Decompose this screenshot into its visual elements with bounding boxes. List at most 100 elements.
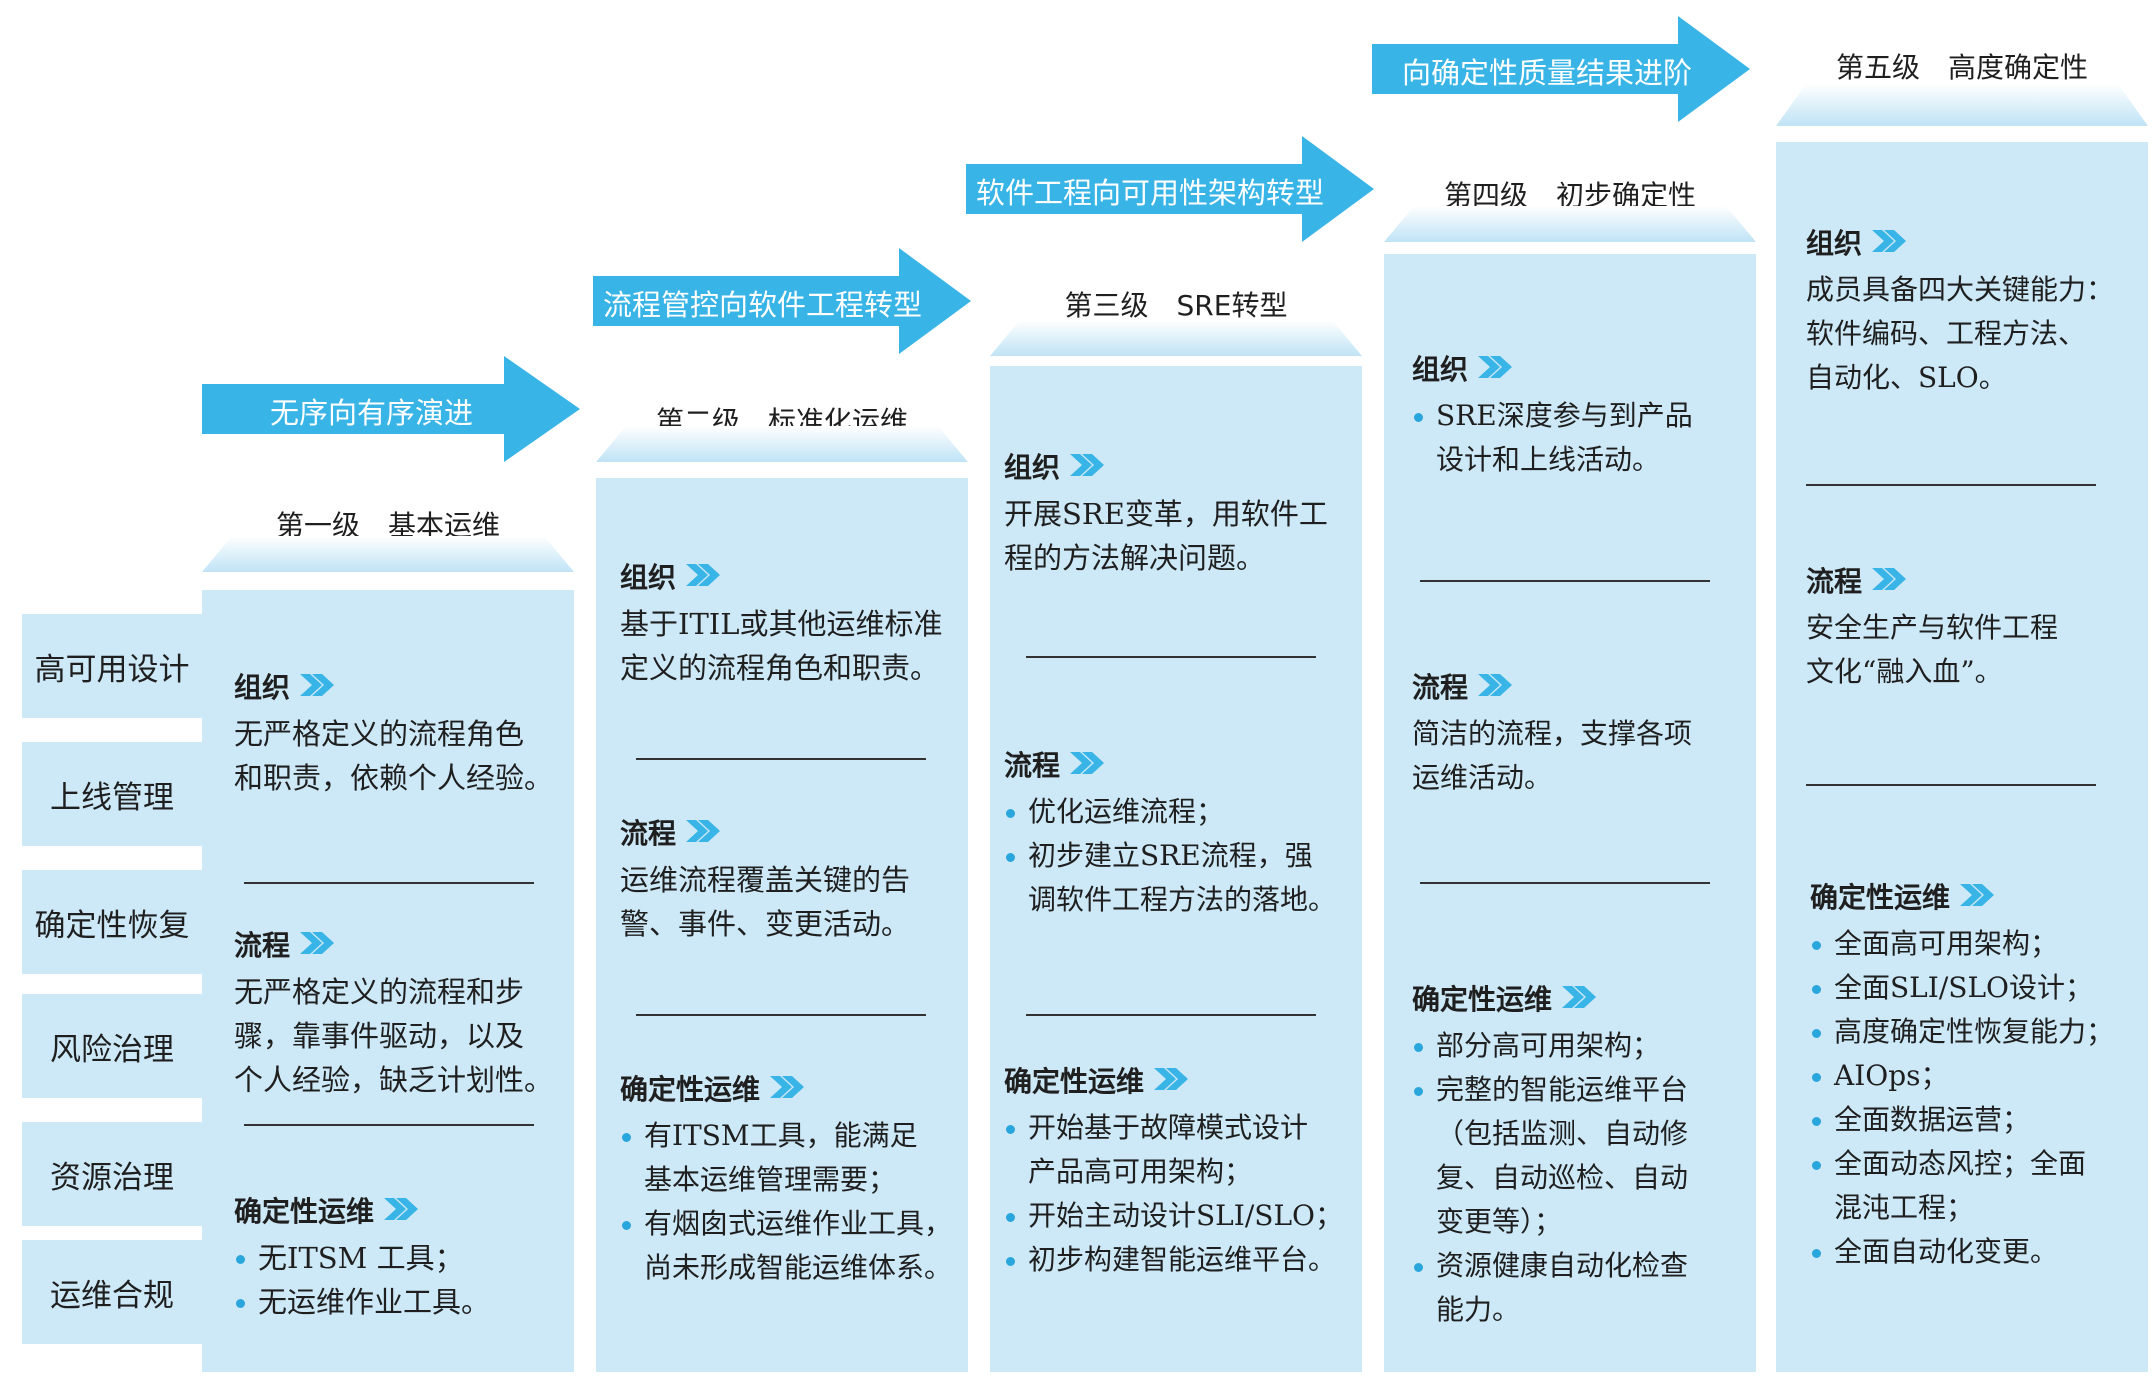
list-item: 有烟囱式运维作业工具，尚未形成智能运维体系。 [620,1202,966,1290]
text-line: 部分高可用架构； [1436,1029,1661,1062]
text-line: 程的方法解决问题。 [1004,541,1266,575]
section-organization: 组织 开展SRE变革，用软件工程的方法解决问题。 [1004,446,1354,580]
double-chevron-icon [1478,670,1513,703]
text-line: 初步建立SRE流程，强 [1028,839,1313,872]
dimension-deterministic-recovery: 确定性恢复 [22,870,202,974]
level-5-title: 第五级 高度确定性 [1835,51,2088,84]
section-deterministic-ops: 确定性运维 全面高可用架构； 全面SLI/SLO设计； 高度确定性恢复能力； A… [1810,876,2146,1274]
section-heading: 确定性运维 [1004,1065,1145,1098]
double-chevron-icon [300,670,335,703]
section-divider [1420,580,1710,582]
list-item: 全面SLI/SLO设计； [1810,966,2146,1010]
level-3-cap [990,320,1362,356]
level-5-cap [1776,84,2148,126]
list-item: 初步构建智能运维平台。 [1004,1238,1354,1282]
text-line: 安全生产与软件工程 [1806,611,2059,644]
text-line: 调软件工程方法的落地。 [1028,883,1337,916]
section-organization: 组织 基于ITIL或其他运维标准定义的流程角色和职责。 [620,556,960,690]
level-3-panel: 组织 开展SRE变革，用软件工程的方法解决问题。 流程 优化运维流程； 初步建立… [990,366,1362,1372]
list-item: 无运维作业工具。 [234,1280,564,1324]
bullet-icon [1006,1257,1015,1266]
section-process: 流程 优化运维流程； 初步建立SRE流程，强调软件工程方法的落地。 [1004,744,1354,922]
bullet-icon [1812,1249,1821,1258]
list-item: SRE深度参与到产品设计和上线活动。 [1412,394,1752,482]
section-divider [636,758,926,760]
section-heading: 确定性运维 [620,1073,761,1106]
text-line: 尚未形成智能运维体系。 [644,1251,953,1284]
section-divider [1026,656,1316,658]
section-heading: 确定性运维 [1810,881,1951,914]
section-deterministic-ops: 确定性运维 开始基于故障模式设计产品高可用架构； 开始主动设计SLI/SLO； … [1004,1060,1354,1282]
list-item: 开始主动设计SLI/SLO； [1004,1194,1354,1238]
text-line: AIOps； [1834,1059,1949,1092]
double-chevron-icon [1154,1064,1189,1097]
text-line: 无严格定义的流程和步 [234,975,525,1009]
text-line: 全面数据运营； [1834,1103,2031,1136]
section-process: 流程 无严格定义的流程和步骤，靠事件驱动，以及个人经验，缺乏计划性。 [234,924,564,1102]
list-item: 无ITSM 工具； [234,1236,564,1280]
text-line: 简洁的流程，支撑各项 [1412,717,1693,750]
section-heading: 组织 [1806,227,1863,260]
section-heading: 确定性运维 [234,1195,375,1228]
level-1-panel: 组织 无严格定义的流程角色和职责，依赖个人经验。 流程 无严格定义的流程和步骤，… [202,590,574,1372]
section-process: 流程 简洁的流程，支撑各项运维活动。 [1412,666,1752,800]
transition-arrow-label: 向确定性质量结果进阶 [1402,56,1693,90]
transition-arrow-4: 向确定性质量结果进阶 [1372,16,1750,122]
section-organization: 组织 无严格定义的流程角色和职责，依赖个人经验。 [234,666,564,800]
double-chevron-icon [1070,450,1105,483]
section-deterministic-ops: 确定性运维 部分高可用架构； 完整的智能运维平台（包括监测、自动修复、自动巡检、… [1412,978,1752,1332]
text-line: 运维流程覆盖关键的告 [620,863,911,897]
list-item: 开始基于故障模式设计产品高可用架构； [1004,1106,1354,1194]
transition-arrow-label: 软件工程向可用性架构转型 [976,176,1325,210]
list-item: 高度确定性恢复能力； [1810,1010,2146,1054]
section-heading: 组织 [234,671,291,704]
section-heading: 流程 [1806,565,1863,598]
text-line: SRE深度参与到产品 [1436,399,1693,432]
bullet-icon [1812,1117,1821,1126]
bullet-icon [236,1299,245,1308]
section-divider [1806,784,2096,786]
double-chevron-icon [1070,748,1105,781]
level-2-panel: 组织 基于ITIL或其他运维标准定义的流程角色和职责。 流程 运维流程覆盖关键的… [596,478,968,1372]
dimension-ops-compliance: 运维合规 [22,1240,202,1344]
section-heading: 流程 [234,929,291,962]
bullet-icon [1812,1161,1821,1170]
double-chevron-icon [1478,352,1513,385]
double-chevron-icon [1872,226,1907,259]
text-line: 无ITSM 工具； [258,1241,464,1275]
text-line: 开展SRE变革，用软件工 [1004,497,1328,531]
bullet-icon [1006,1125,1015,1134]
double-chevron-icon [1562,982,1597,1015]
section-divider [1026,1014,1316,1016]
section-organization: 组织 成员具备四大关键能力：软件编码、工程方法、自动化、SLO。 [1806,222,2146,400]
level-2-cap [596,426,968,462]
list-item: 优化运维流程； [1004,790,1354,834]
text-line: 和职责，依赖个人经验。 [234,761,554,795]
dimension-resource-governance: 资源治理 [22,1122,202,1226]
text-line: 变更等）； [1436,1205,1563,1238]
bullet-icon [1414,1263,1423,1272]
level-4-panel: 组织 SRE深度参与到产品设计和上线活动。 流程 简洁的流程，支撑各项运维活动。… [1384,254,1756,1372]
text-line: 全面动态风控；全面 [1834,1147,2087,1180]
text-line: 能力。 [1436,1293,1521,1326]
text-line: 骤，靠事件驱动，以及 [234,1019,525,1053]
list-item: AIOps； [1810,1054,2146,1098]
text-line: 混沌工程； [1834,1191,1975,1224]
bullet-icon [1006,853,1015,862]
section-deterministic-ops: 确定性运维 有ITSM工具，能满足基本运维管理需要； 有烟囱式运维作业工具，尚未… [620,1068,966,1290]
double-chevron-icon [300,928,335,961]
text-line: 软件编码、工程方法、 [1806,317,2087,350]
double-chevron-icon [686,816,721,849]
arrow-shape [593,248,971,354]
section-heading: 确定性运维 [1412,983,1553,1016]
text-line: 资源健康自动化检查 [1436,1249,1689,1282]
transition-arrow-2: 流程管控向软件工程转型 [593,248,971,354]
section-divider [244,882,534,884]
arrow-shape [202,356,580,462]
list-item: 全面数据运营； [1810,1098,2146,1142]
text-line: 个人经验，缺乏计划性。 [234,1063,554,1097]
bullet-icon [1006,809,1015,818]
list-item: 完整的智能运维平台（包括监测、自动修复、自动巡检、自动变更等）； [1412,1068,1752,1244]
bullet-icon [1812,1073,1821,1082]
list-item: 初步建立SRE流程，强调软件工程方法的落地。 [1004,834,1354,922]
